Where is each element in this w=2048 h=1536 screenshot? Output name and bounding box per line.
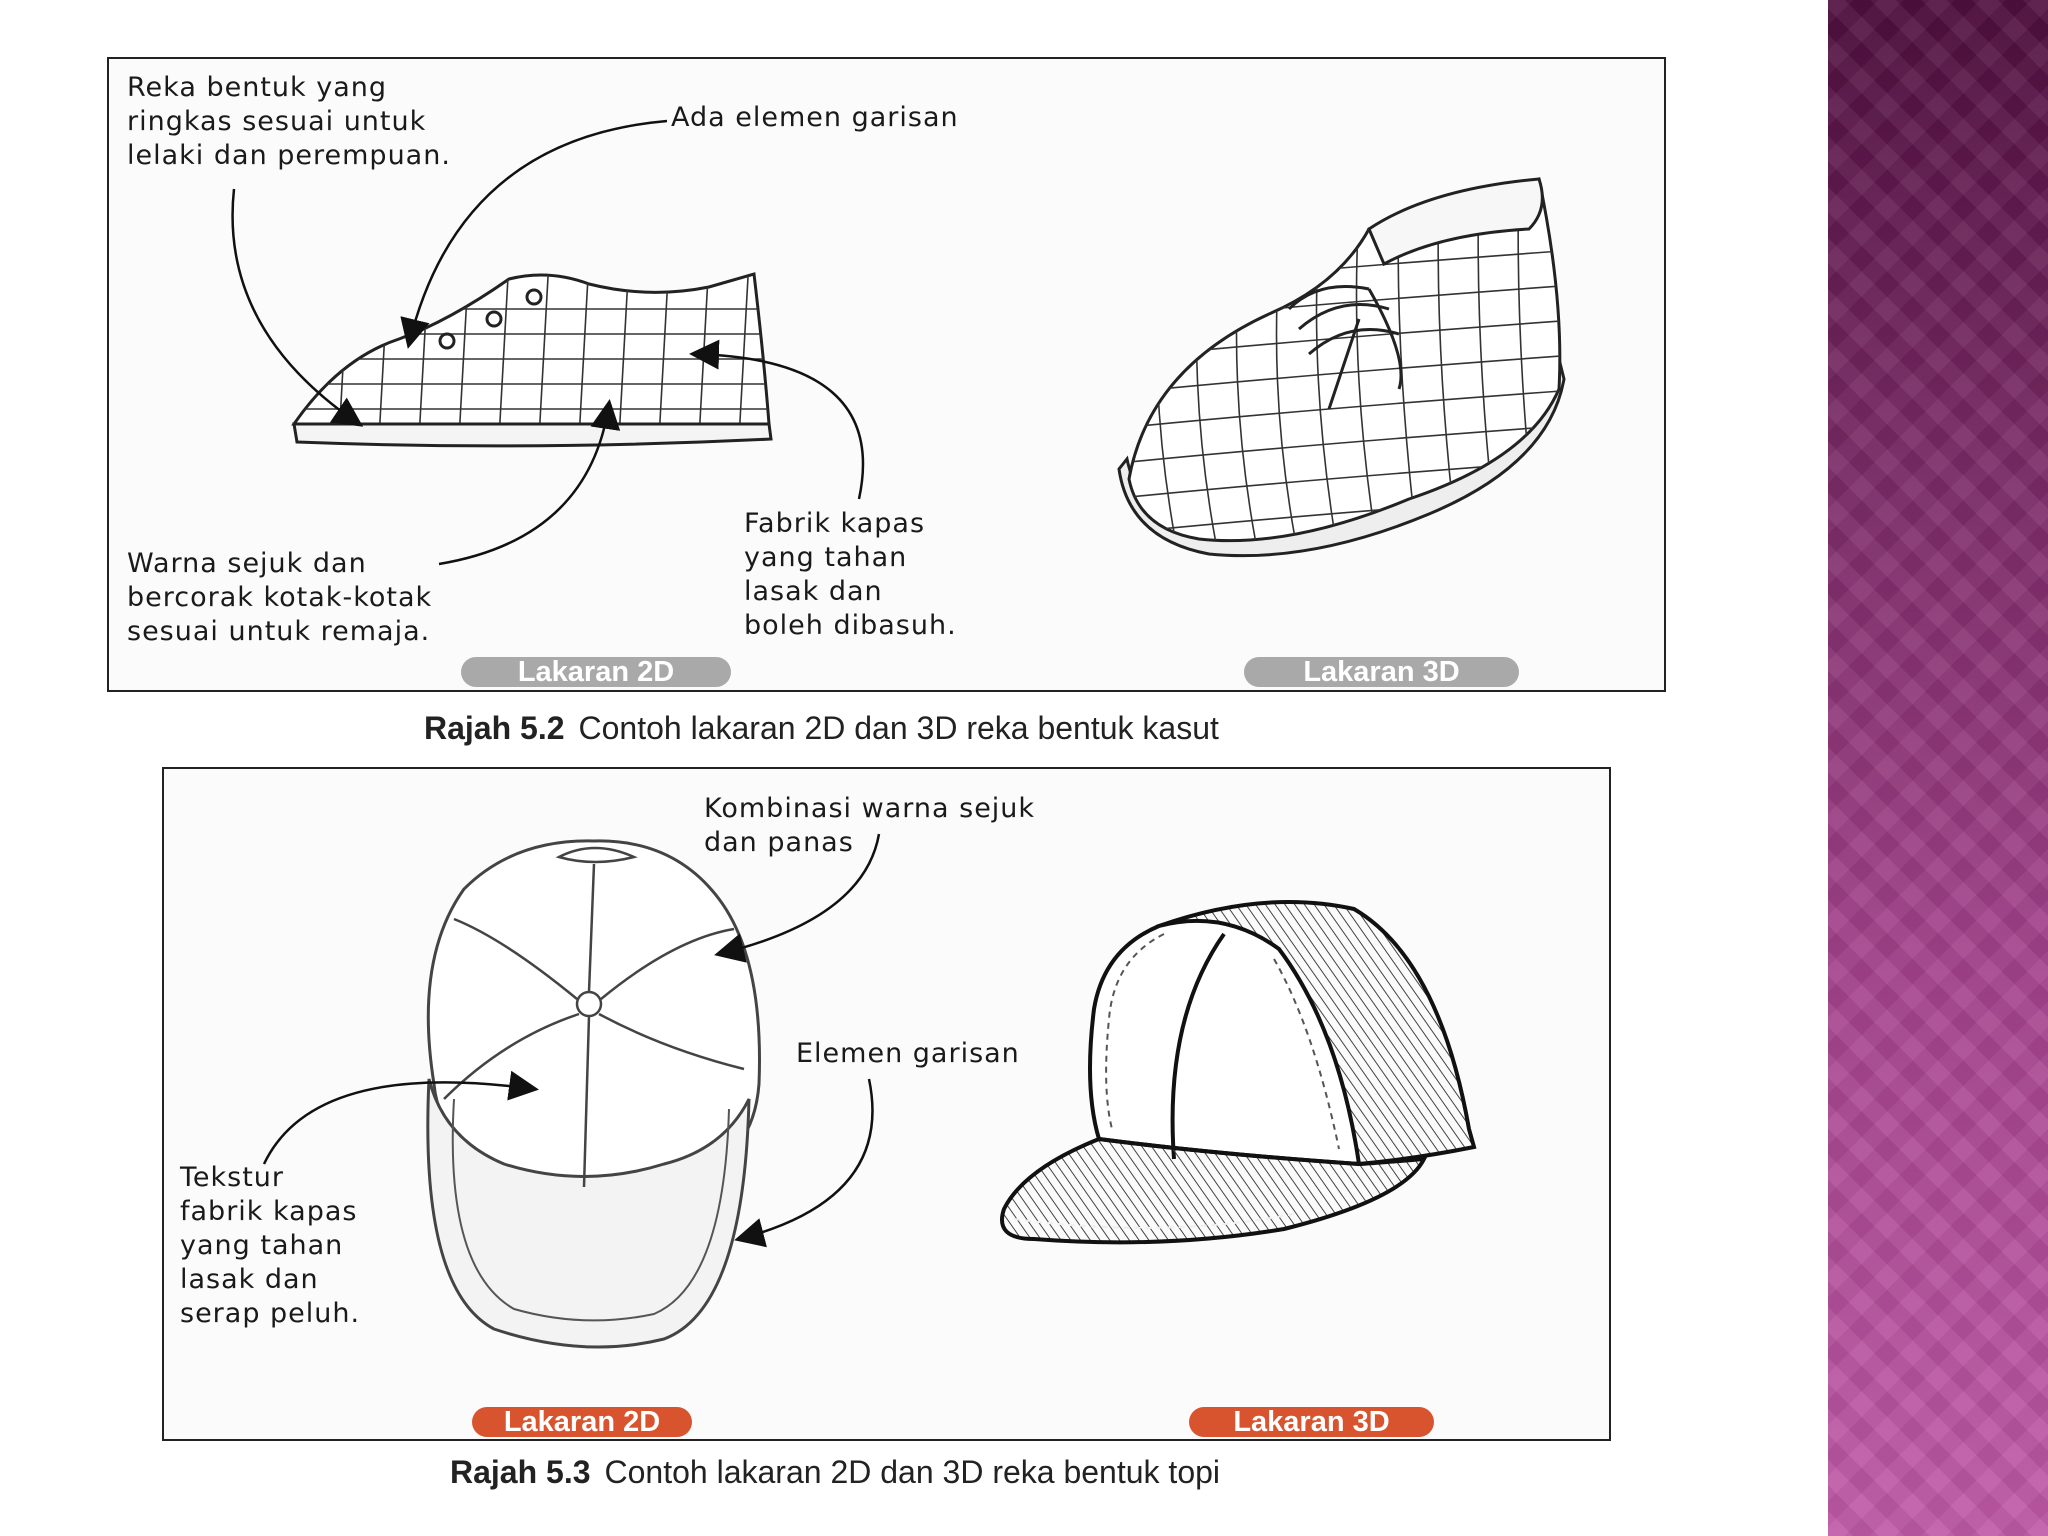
annotation-line-element: Elemen garisan bbox=[796, 1038, 1020, 1069]
shoe-2d-sketch bbox=[291, 272, 773, 448]
cap-sketch-figure: Kombinasi warna sejuk dan panas Elemen g… bbox=[162, 767, 1611, 1441]
label-3d-sketch: Lakaran 3D bbox=[1244, 657, 1519, 687]
figure-2-caption: Rajah 5.3 Contoh lakaran 2D dan 3D reka b… bbox=[450, 1454, 1220, 1491]
shoe-sketch-drawing bbox=[231, 119, 1566, 566]
label-2d-sketch: Lakaran 2D bbox=[472, 1407, 692, 1437]
figure-2-caption-text: Contoh lakaran 2D dan 3D reka bentuk top… bbox=[604, 1454, 1221, 1490]
annotation-texture: Tekstur fabrik kapas yang tahan lasak da… bbox=[180, 1162, 361, 1329]
shoe-3d-sketch bbox=[1117, 177, 1566, 558]
annotation-fabric: Fabrik kapas yang tahan lasak dan boleh … bbox=[744, 508, 957, 641]
cap-annotation-arrows bbox=[262, 833, 881, 1248]
figure-1-caption: Rajah 5.2 Contoh lakaran 2D dan 3D reka b… bbox=[424, 710, 1219, 747]
shoe-sketch-figure: Reka bentuk yang ringkas sesuai untuk le… bbox=[107, 57, 1666, 692]
annotation-line-element: Ada elemen garisan bbox=[671, 102, 959, 133]
cap-sketch-drawing bbox=[262, 833, 1477, 1349]
annotation-design: Reka bentuk yang ringkas sesuai untuk le… bbox=[127, 72, 451, 171]
figure-1-caption-text: Contoh lakaran 2D dan 3D reka bentuk kas… bbox=[578, 710, 1219, 746]
shoe-annotation-arrows bbox=[231, 119, 865, 566]
cap-2d-sketch bbox=[426, 839, 761, 1349]
annotation-color-combination: Kombinasi warna sejuk dan panas bbox=[704, 793, 1036, 858]
figure-2-number: Rajah 5.3 bbox=[450, 1454, 591, 1490]
figure-1-number: Rajah 5.2 bbox=[424, 710, 565, 746]
label-2d-sketch: Lakaran 2D bbox=[461, 657, 731, 687]
label-3d-sketch: Lakaran 3D bbox=[1189, 1407, 1434, 1437]
cap-3d-sketch bbox=[1000, 900, 1477, 1245]
annotation-color: Warna sejuk dan bercorak kotak-kotak ses… bbox=[127, 548, 433, 647]
decorative-sidebar bbox=[1828, 0, 2048, 1536]
